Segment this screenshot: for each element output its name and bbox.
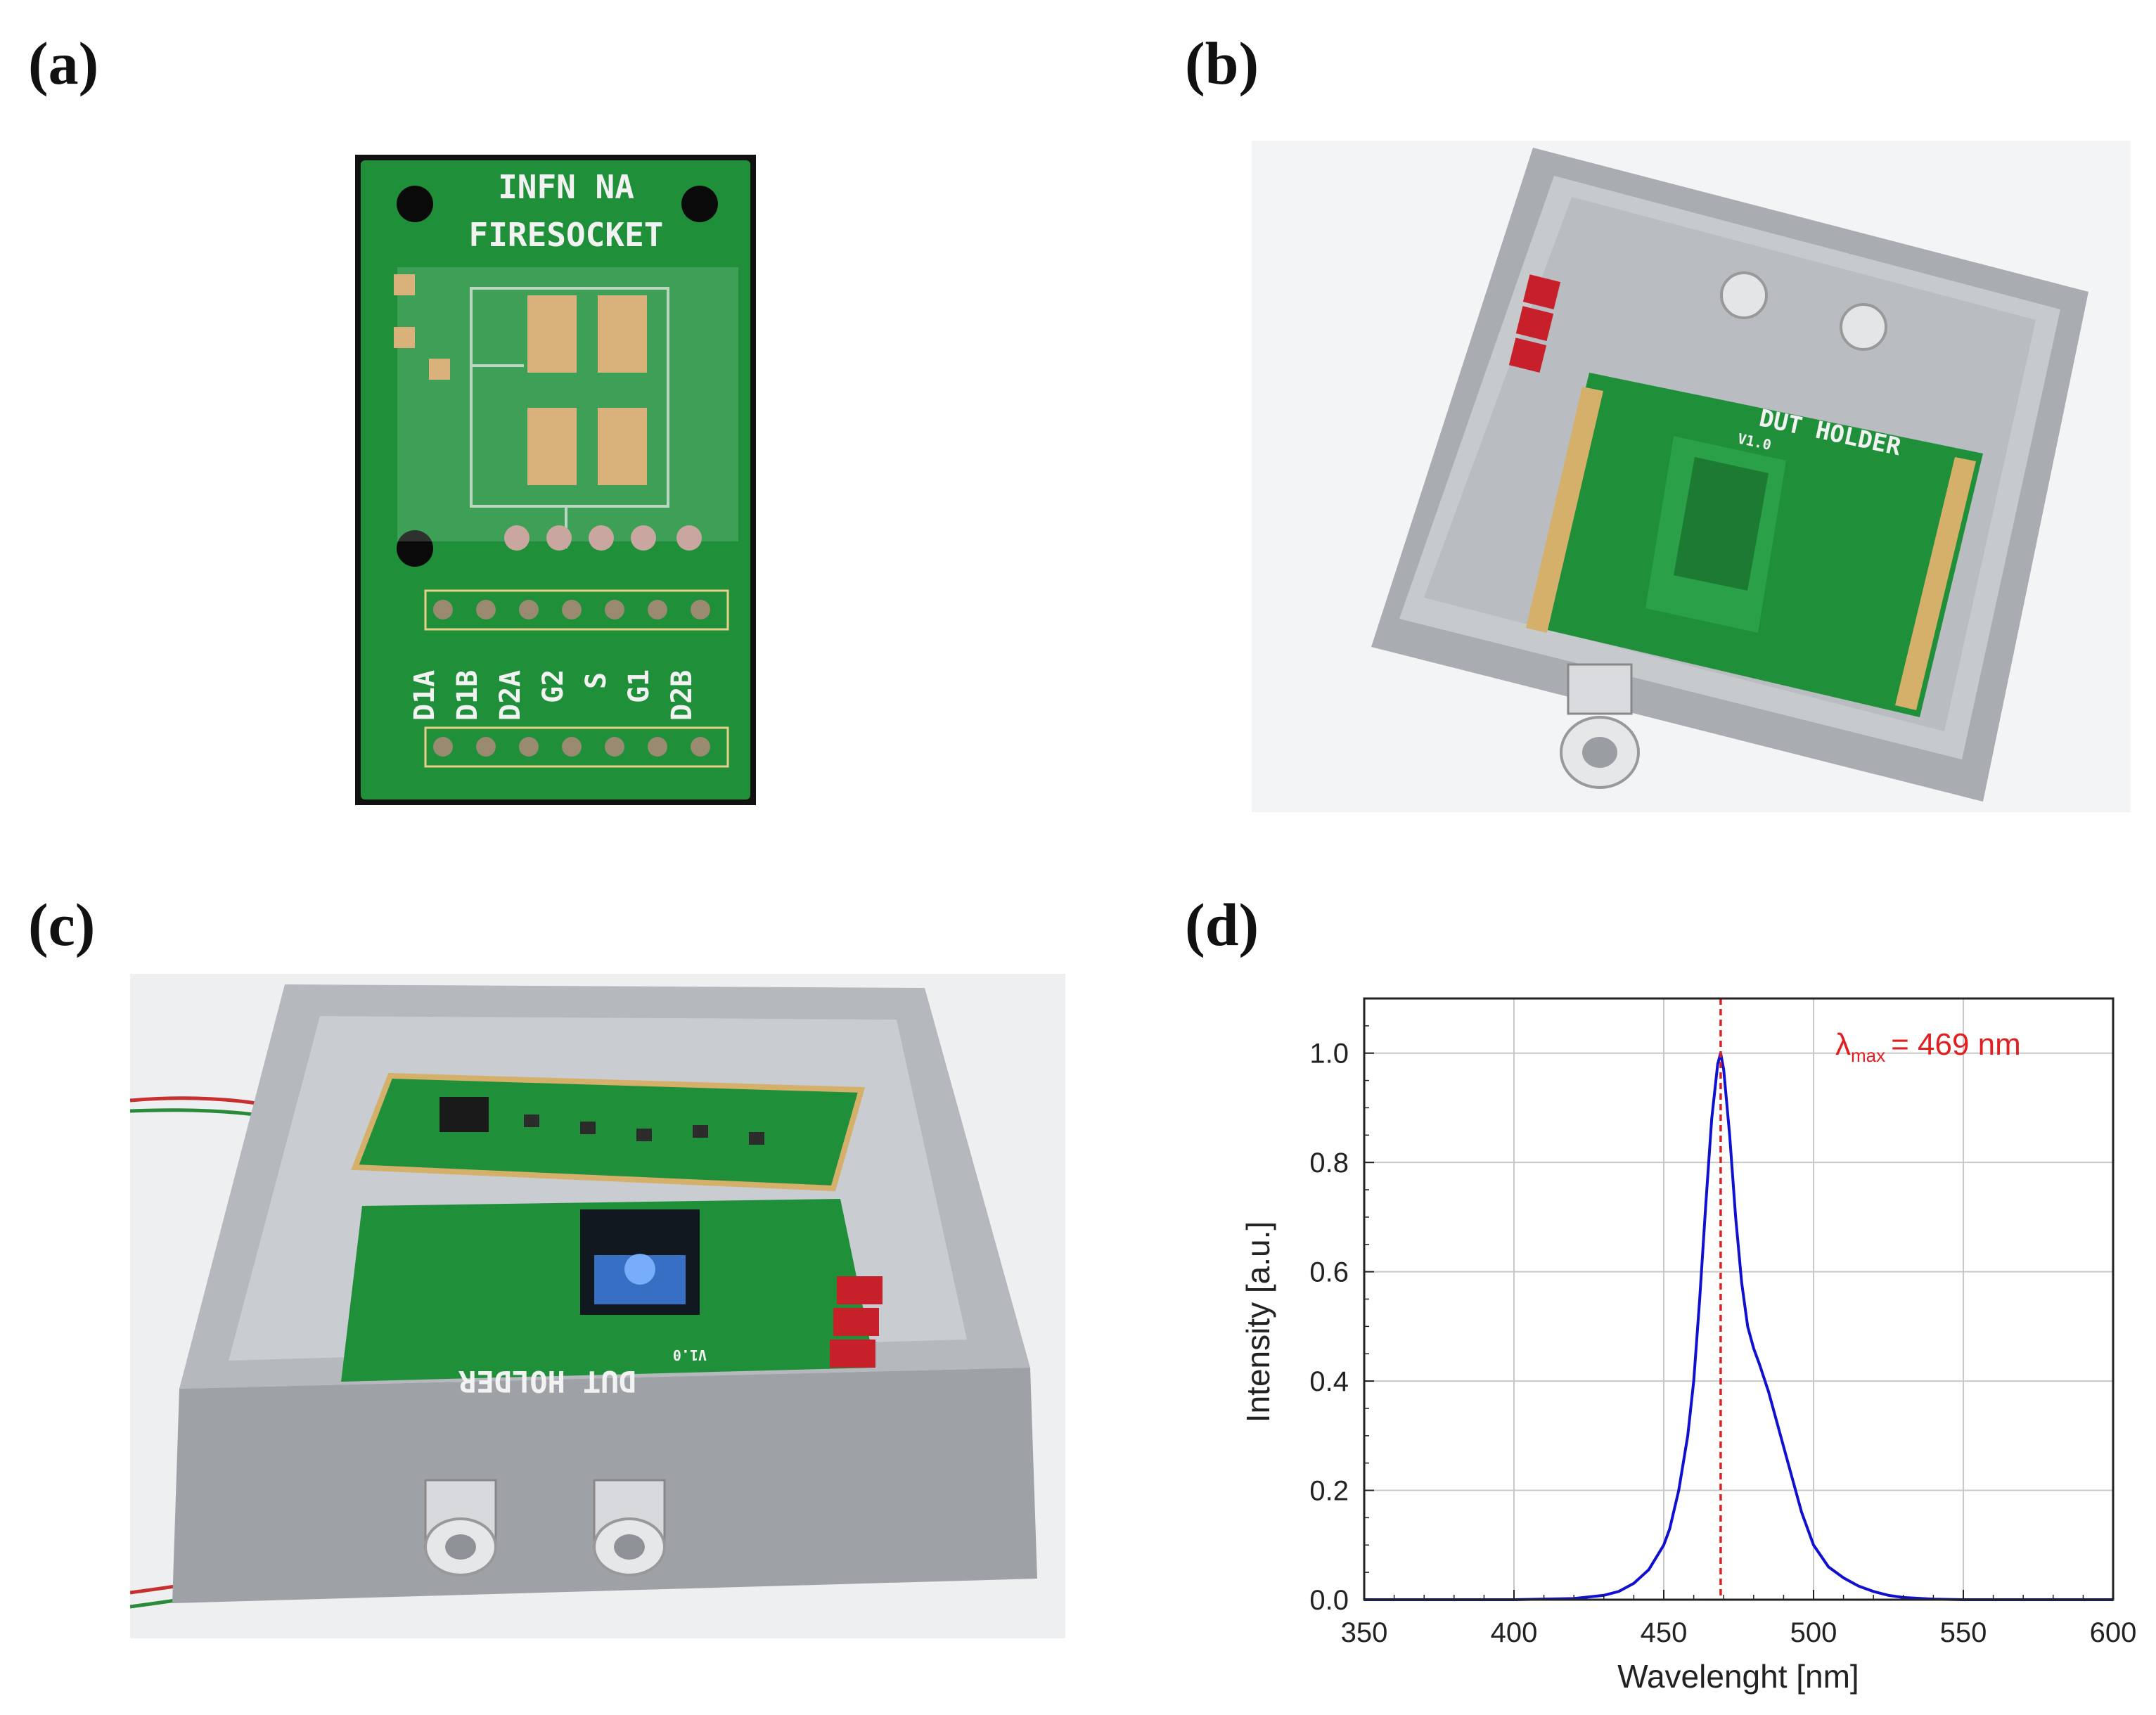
x-tick-label: 600 [2090,1617,2137,1648]
y-tick-label: 1.0 [1309,1039,1349,1070]
y-tick-label: 0.4 [1309,1366,1349,1397]
spectrum-line [1364,1053,2113,1601]
bnc-connectors-front [424,1479,666,1576]
y-tick-label: 0.0 [1309,1585,1349,1616]
bnc-connector [1560,663,1640,789]
firesocket-pcb-photo: INFN NA FIRESOCKET [355,155,756,805]
mounted-board-enclosure-drawing: DUT HOLDER V1.0 [130,984,1037,1609]
pin-label-d1a: D1A [409,670,441,721]
y-axis-label: Intensity [a.u.] [1240,1221,1276,1422]
y-tick-label: 0.8 [1309,1148,1349,1178]
panel-label-a: (a) [28,30,99,97]
x-tick-label: 350 [1341,1617,1388,1648]
y-tick-label: 0.2 [1309,1476,1349,1507]
pin-label-d2a: D2A [494,670,527,721]
x-axis-label: Wavelenght [nm] [1617,1658,1859,1695]
amplifier-board [351,1072,866,1192]
panel-label-b: (b) [1185,30,1259,97]
pin-label-d1b: D1B [451,670,484,721]
x-tick-label: 550 [1940,1617,1987,1648]
y-tick-label: 0.6 [1309,1257,1349,1288]
panel-label-c: (c) [28,891,96,958]
red-connectors [1508,274,1561,373]
dut-holder-enclosure-drawing: DUT HOLDER V1.0 [1371,148,2088,802]
pin-label-g1: G1 [623,669,655,703]
x-tick-label: 500 [1790,1617,1837,1648]
pin-label-g2: G2 [537,669,570,703]
plot-frame [1363,997,2115,1601]
firesocket-pcb-drawing: INFN NA FIRESOCKET [361,160,750,799]
x-tick-label: 450 [1641,1617,1688,1648]
pcb-title-line1: INFN NA [498,168,634,206]
emission-spectrum-chart: 350 400 450 500 550 600 0.0 0.2 0.4 0.6 0.8 1.0 Wav… [1240,997,2137,1695]
panel-label-d: (d) [1185,891,1259,958]
dut-holder-enclosure-photo: DUT HOLDER V1.0 [1252,141,2131,812]
pcb-title-line2: FIRESOCKET [469,216,664,254]
dut-holder-label-c: DUT HOLDER [458,1364,636,1399]
lambda-max-annotation: λmax= 469 nm [1835,1027,2021,1066]
mounted-board-enclosure-photo: DUT HOLDER V1.0 [130,974,1065,1638]
x-tick-label: 400 [1491,1617,1538,1648]
pin-label-d2b: D2B [666,670,698,721]
dut-holder-version-c: V1.0 [673,1347,707,1363]
pin-label-s: S [580,672,612,689]
